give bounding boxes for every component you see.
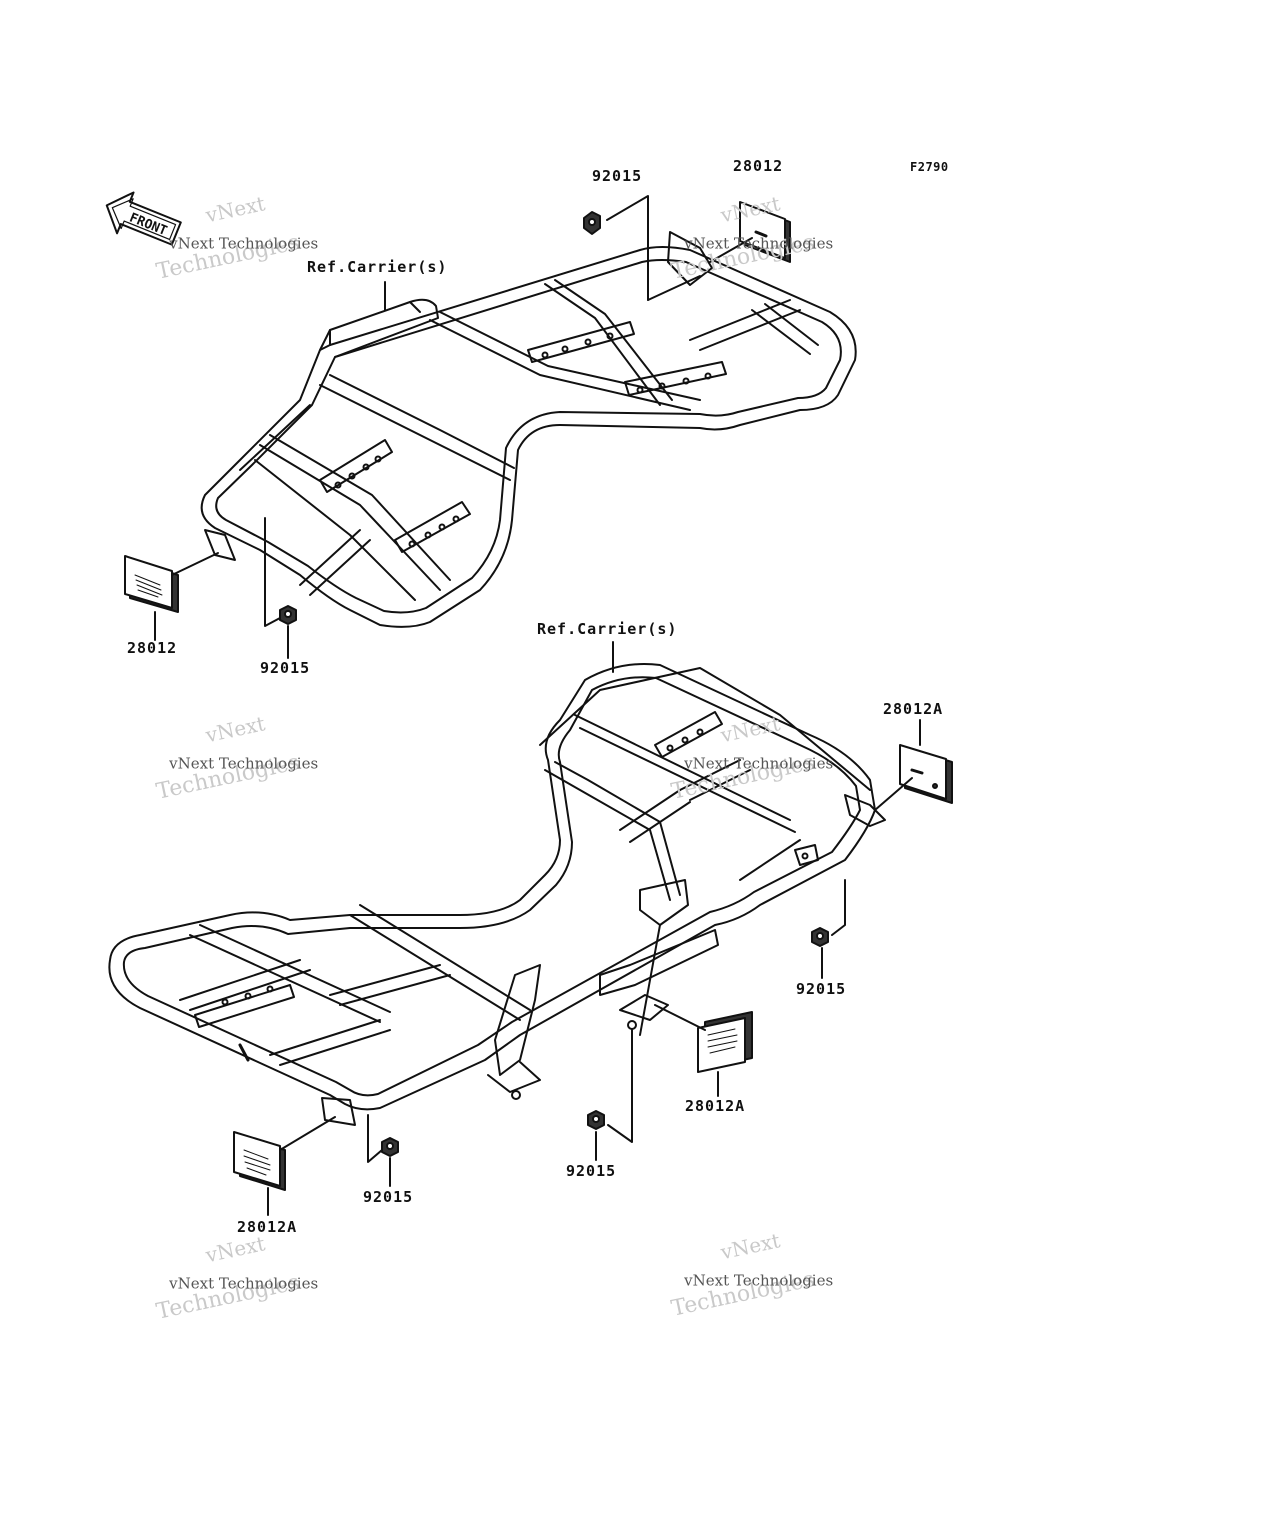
ref-carrier-label-bottom: Ref.Carrier(s) [537,620,678,638]
part-label-28012-top: 28012 [733,157,784,175]
reflector-28012A-right [874,719,953,811]
reflector-28012A-bottom [233,1116,336,1216]
nut-92015-left [264,517,297,659]
nut-92015-right [811,879,846,979]
reflector-28012A-mid [654,1004,753,1097]
nut-92015-mid [587,1029,633,1161]
ref-carrier-label-top: Ref.Carrier(s) [307,258,448,276]
diagram-code: F2790 [910,160,949,174]
part-label-92015-left: 92015 [260,659,311,677]
reflector-28012-top [709,201,791,263]
top-carrier-frame [200,231,857,628]
bottom-carrier-frame [108,663,886,1126]
part-label-92015-right: 92015 [796,980,847,998]
part-label-92015-mid: 92015 [566,1162,617,1180]
nut-92015-bottom [367,1114,399,1187]
reflector-28012-left [124,552,219,641]
part-label-28012A-mid: 28012A [685,1097,746,1115]
nut-92015-top [583,195,701,301]
part-label-28012A-bottom: 28012A [237,1218,298,1236]
part-label-28012A-right: 28012A [883,700,944,718]
front-arrow-icon: FRONT [105,191,182,246]
part-label-28012-left: 28012 [127,639,178,657]
part-label-92015-top: 92015 [592,167,643,185]
part-label-92015-bottom: 92015 [363,1188,414,1206]
